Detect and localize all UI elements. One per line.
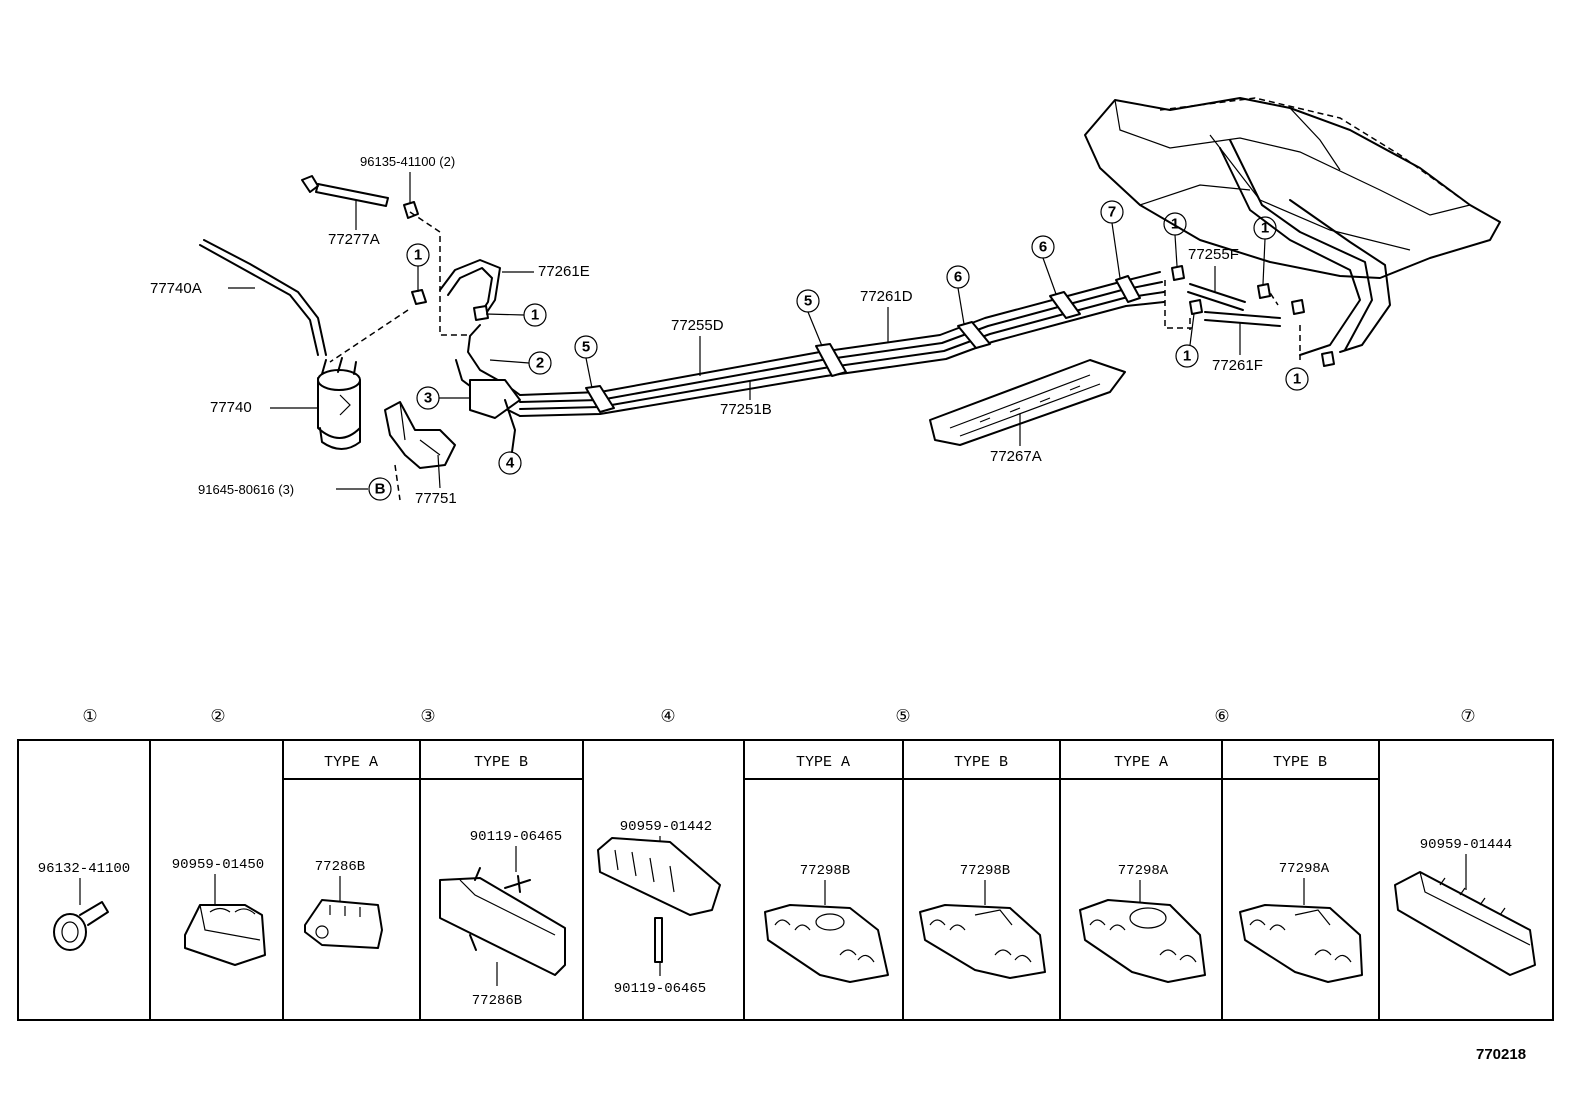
- label-77740a: 77740A: [150, 280, 202, 297]
- svg-text:6: 6: [1039, 239, 1047, 256]
- dashed-leaders: [329, 211, 1301, 501]
- label-77277a: 77277A: [328, 231, 380, 248]
- small-clips: [411, 265, 1335, 367]
- label-77255d: 77255D: [671, 317, 724, 334]
- pn-90119-06465-3b: 90119-06465: [470, 829, 562, 845]
- clip-96132-drawing: [53, 878, 109, 951]
- callout-b: B: [368, 477, 392, 501]
- pn-90959-01444: 90959-01444: [1420, 837, 1512, 853]
- clip-90959-01450-drawing: [184, 874, 266, 966]
- svg-text:1: 1: [531, 307, 539, 324]
- label-77251b: 77251B: [720, 401, 772, 418]
- label-96135-41100: 96135-41100 (2): [360, 154, 455, 169]
- diagram-id: 770218: [1476, 1046, 1526, 1063]
- svg-text:4: 4: [506, 455, 515, 472]
- type-headers: TYPE A TYPE B TYPE A TYPE B TYPE A TYPE …: [324, 754, 1327, 771]
- label-77267a: 77267A: [990, 448, 1042, 465]
- hose-77255f: [1189, 283, 1246, 303]
- header-2: ②: [210, 707, 225, 726]
- svg-text:1: 1: [1183, 348, 1191, 365]
- callout-5: 5: [574, 335, 598, 359]
- callout-1: 1: [1175, 344, 1199, 368]
- header-6: ⑥: [1214, 707, 1229, 726]
- part-labels: 96135-41100 (2) 77277A 77740A 77261E 777…: [150, 154, 1526, 1063]
- callout-2: 2: [528, 351, 552, 375]
- svg-text:3: 3: [424, 390, 432, 407]
- type-b-5: TYPE B: [954, 754, 1008, 771]
- bracket-90959-01444-drawing: [1394, 854, 1536, 976]
- protector-77267a: [929, 359, 1126, 446]
- bracket-90959-01442-drawing: [597, 836, 721, 976]
- label-91645-80616: 91645-80616 (3): [198, 482, 294, 497]
- type-a-6: TYPE A: [1114, 754, 1168, 771]
- pn-77298a-a: 77298A: [1118, 863, 1169, 879]
- label-77740: 77740: [210, 399, 252, 416]
- pn-77298b-a: 77298B: [800, 863, 850, 879]
- clamp-77298a-b-drawing: [1239, 878, 1363, 983]
- type-b-6: TYPE B: [1273, 754, 1327, 771]
- callout-6: 6: [1031, 235, 1055, 259]
- pn-90119-06465-4: 90119-06465: [614, 981, 706, 997]
- parts-table: [17, 739, 1554, 1021]
- callout-6: 6: [946, 265, 970, 289]
- pn-77286b-a: 77286B: [315, 859, 365, 875]
- svg-text:2: 2: [536, 355, 544, 372]
- pipe-77277a: [301, 175, 419, 219]
- callout-3: 3: [416, 386, 440, 410]
- type-a-3: TYPE A: [324, 754, 378, 771]
- header-3: ③: [420, 707, 435, 726]
- fuel-tank-drawing: [1084, 97, 1501, 356]
- svg-text:1: 1: [414, 247, 422, 264]
- callouts: 1 1 2 3 4 5 5 6 6 7 1 1 1 1 B: [368, 200, 1309, 501]
- clamp-77298b-b-drawing: [919, 880, 1046, 979]
- svg-text:5: 5: [582, 339, 590, 356]
- pn-90959-01442: 90959-01442: [620, 819, 712, 835]
- label-77261d: 77261D: [860, 288, 913, 305]
- callout-4: 4: [498, 451, 522, 475]
- callout-5: 5: [796, 289, 820, 313]
- pn-90959-01450: 90959-01450: [172, 857, 264, 873]
- hose-77261f: [1204, 311, 1281, 319]
- pn-77298b-b: 77298B: [960, 863, 1010, 879]
- header-5: ⑤: [895, 707, 910, 726]
- clamp-77298a-a-drawing: [1079, 880, 1206, 983]
- callout-1: 1: [406, 243, 430, 267]
- label-77751: 77751: [415, 490, 457, 507]
- svg-text:5: 5: [804, 293, 812, 310]
- header-4: ④: [660, 707, 675, 726]
- type-a-5: TYPE A: [796, 754, 850, 771]
- table-header-numbers: ① ② ③ ④ ⑤ ⑥ ⑦: [82, 707, 1475, 726]
- svg-text:7: 7: [1108, 204, 1116, 221]
- pn-96132-41100: 96132-41100: [38, 861, 130, 877]
- hose-77261e: [439, 259, 501, 316]
- callout-7: 7: [1100, 200, 1124, 224]
- clamp-77286b-a-drawing: [304, 876, 383, 949]
- clamp-77286b-b-drawing: [439, 846, 566, 986]
- svg-text:1: 1: [1171, 216, 1179, 233]
- charcoal-canister: [317, 357, 361, 450]
- callout-1: 1: [523, 303, 547, 327]
- svg-text:B: B: [375, 481, 386, 498]
- svg-text:6: 6: [954, 269, 962, 286]
- table-part-drawings: [53, 836, 1536, 986]
- main-fuel-lines: [455, 271, 1165, 453]
- header-1: ①: [82, 707, 97, 726]
- svg-text:1: 1: [1261, 220, 1269, 237]
- header-7: ⑦: [1460, 707, 1475, 726]
- clamp-77298b-a-drawing: [764, 880, 889, 983]
- pn-77298a-b: 77298A: [1279, 861, 1330, 877]
- callout-1: 1: [1285, 367, 1309, 391]
- svg-text:1: 1: [1293, 371, 1301, 388]
- pn-77286b-b: 77286B: [472, 993, 522, 1009]
- label-77261f: 77261F: [1212, 357, 1263, 374]
- vent-hose-77740a: [199, 244, 319, 356]
- label-77261e: 77261E: [538, 263, 590, 280]
- label-77255f: 77255F: [1188, 246, 1239, 263]
- bracket-77751: [384, 401, 456, 469]
- table-part-numbers: 96132-41100 90959-01450 77286B 90119-064…: [38, 819, 1512, 1009]
- type-b-3: TYPE B: [474, 754, 528, 771]
- callout-1: 1: [1163, 212, 1187, 236]
